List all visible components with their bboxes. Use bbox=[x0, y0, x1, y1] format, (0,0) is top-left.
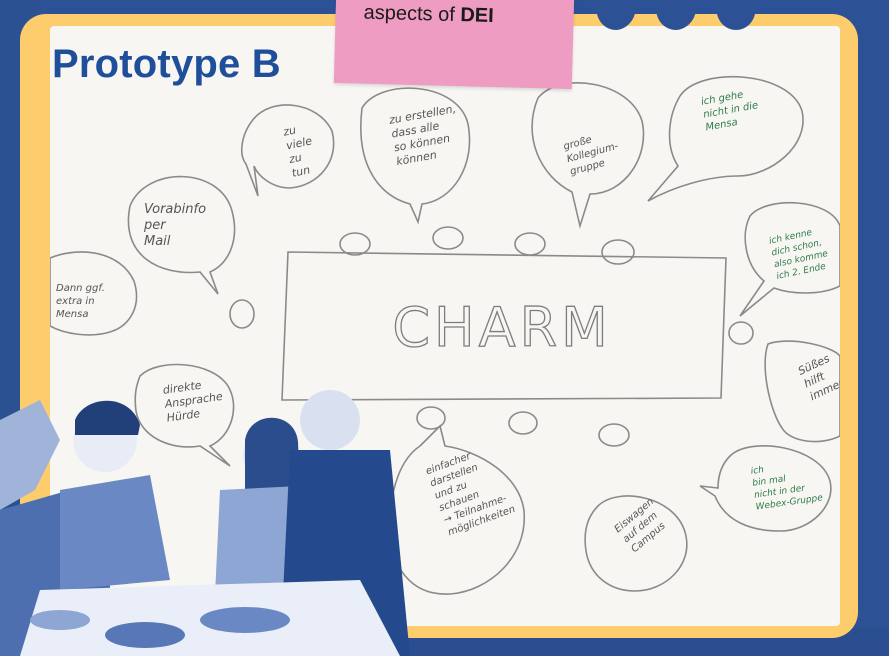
bubble-line: Vorabinfo bbox=[144, 202, 207, 217]
charm-box bbox=[281, 251, 727, 401]
bubble-extra-mensa: Dann ggf. extra in Mensa bbox=[56, 282, 105, 321]
logo-icon-2 bbox=[656, 0, 696, 30]
people-eating-illustration bbox=[0, 390, 410, 656]
logo-icon-1 bbox=[596, 0, 636, 30]
sticky-note-plain: aspects of bbox=[363, 1, 461, 27]
logo-icon-3 bbox=[716, 0, 756, 30]
sticky-note-bold: DEI bbox=[460, 4, 494, 28]
bubble-line: per bbox=[144, 218, 166, 233]
logo-strip bbox=[596, 0, 889, 35]
bubble-line: Mail bbox=[144, 234, 171, 249]
sticky-note-text: aspects of DEI bbox=[363, 2, 494, 28]
bubble-line: Mensa bbox=[56, 309, 89, 320]
bubble-line: Dann ggf. bbox=[56, 283, 105, 294]
sticky-note: aspects of DEI bbox=[333, 0, 575, 90]
bubble-line: extra in bbox=[56, 296, 95, 307]
charm-label: CHARM bbox=[392, 296, 611, 359]
page-title: Prototype B bbox=[52, 42, 281, 86]
